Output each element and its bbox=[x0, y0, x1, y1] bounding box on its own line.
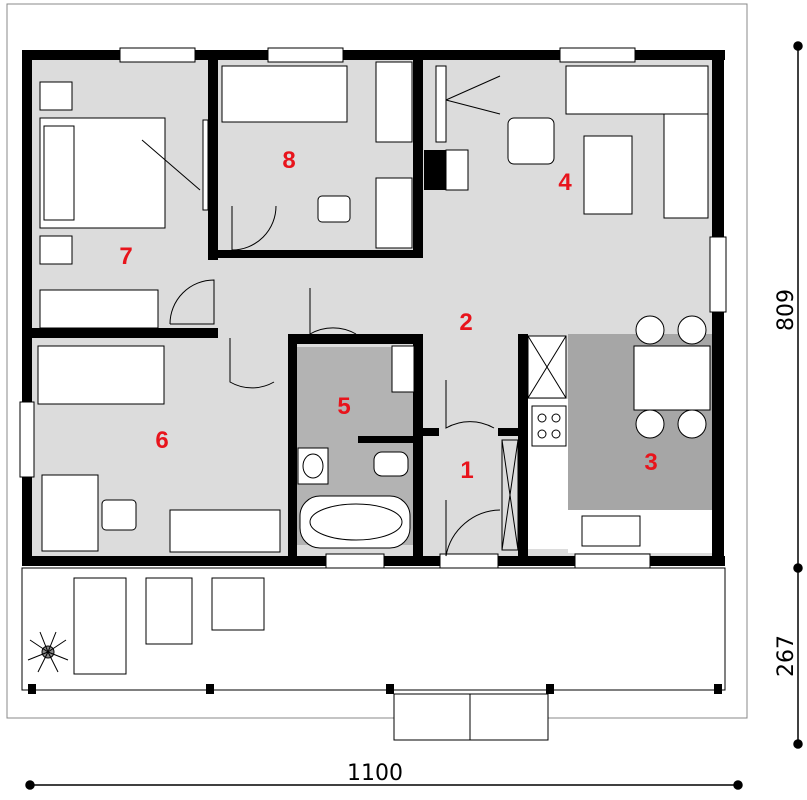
depth-dim-top bbox=[793, 41, 803, 51]
shelf-line-a bbox=[445, 75, 501, 101]
room-label-8: 8 bbox=[282, 147, 295, 174]
fireplace-icon bbox=[445, 149, 469, 191]
shelf-line-b bbox=[445, 99, 501, 115]
terrace-posts bbox=[28, 684, 722, 694]
terrace-chair bbox=[211, 577, 265, 631]
furniture bbox=[37, 61, 711, 741]
mirror-7 bbox=[202, 119, 209, 211]
dim-width: 1100 bbox=[347, 761, 403, 786]
wall-8-4 bbox=[413, 60, 423, 258]
site-boundary bbox=[6, 3, 748, 719]
burner-1 bbox=[537, 413, 547, 423]
washer bbox=[391, 345, 415, 393]
wall-5-inner bbox=[358, 436, 413, 443]
windows bbox=[19, 47, 727, 569]
room-label-4: 4 bbox=[558, 169, 572, 196]
wall-5-left bbox=[288, 334, 297, 556]
window-6 bbox=[19, 401, 35, 478]
wall-7-8 bbox=[208, 60, 218, 260]
dining-chair-2 bbox=[677, 315, 707, 345]
wardrobe-6 bbox=[169, 509, 281, 553]
wardrobe-lines-7 bbox=[141, 139, 201, 191]
bed-7-pillows bbox=[43, 125, 75, 221]
door-1 bbox=[445, 380, 495, 429]
terrace bbox=[21, 567, 726, 691]
shelf-4 bbox=[435, 65, 447, 143]
chair-6 bbox=[101, 499, 137, 531]
door-8 bbox=[231, 205, 277, 251]
sofa-side bbox=[663, 113, 709, 219]
room-label-7: 7 bbox=[119, 243, 132, 270]
window-1 bbox=[439, 553, 499, 569]
wall-7-6 bbox=[32, 328, 218, 338]
room-label-6: 6 bbox=[155, 427, 168, 454]
entry-steps bbox=[393, 693, 549, 741]
chimney bbox=[434, 150, 446, 190]
bed-8 bbox=[221, 65, 348, 123]
chair-8 bbox=[317, 195, 351, 223]
wall-top bbox=[22, 50, 725, 60]
nightstand-7a bbox=[39, 81, 73, 111]
room-label-2: 2 bbox=[459, 309, 472, 336]
wall-5-right bbox=[413, 334, 423, 556]
depth-dim-mid bbox=[793, 563, 803, 573]
wardrobe-7 bbox=[39, 289, 159, 329]
desk-6 bbox=[41, 474, 99, 552]
sink-5-bowl bbox=[302, 453, 324, 479]
sofa-top bbox=[565, 65, 709, 115]
wardrobe-8 bbox=[375, 61, 413, 143]
desk-8 bbox=[375, 177, 413, 249]
coffee-table bbox=[583, 135, 633, 215]
terrace-table bbox=[145, 577, 193, 645]
width-dim-start bbox=[25, 780, 35, 790]
room-label-5: 5 bbox=[337, 393, 350, 420]
fridge-cross bbox=[527, 335, 567, 399]
wall-1-3 bbox=[518, 334, 528, 556]
closet-1-cross bbox=[501, 439, 519, 551]
dining-chair-4 bbox=[677, 409, 707, 439]
window-4-side bbox=[709, 236, 727, 313]
depth-dim-bottom bbox=[793, 739, 803, 749]
armchair bbox=[507, 117, 555, 165]
room-label-1: 1 bbox=[460, 457, 473, 484]
burner-4 bbox=[551, 429, 561, 439]
dining-chair-3 bbox=[635, 409, 665, 439]
dim-terrace-depth: 267 bbox=[774, 635, 799, 677]
plant-icon bbox=[27, 631, 69, 673]
dim-house-depth: 809 bbox=[774, 289, 799, 331]
nightstand-7b bbox=[39, 235, 73, 265]
dining-chair-1 bbox=[635, 315, 665, 345]
width-dim-end bbox=[733, 780, 743, 790]
window-5 bbox=[325, 553, 385, 569]
bed-6 bbox=[37, 345, 165, 405]
doors bbox=[169, 205, 519, 557]
terrace-sofa bbox=[73, 577, 127, 675]
toilet bbox=[373, 451, 409, 477]
dimension-lines bbox=[25, 41, 803, 790]
wall-5-top bbox=[288, 334, 423, 344]
kitchen-sink bbox=[581, 515, 641, 547]
door-entry bbox=[445, 500, 501, 557]
stove bbox=[531, 405, 567, 447]
chimney-base bbox=[424, 150, 434, 190]
door-7 bbox=[169, 279, 215, 325]
window-3 bbox=[574, 553, 651, 569]
wall-8-bottom bbox=[218, 250, 418, 258]
window-4 bbox=[559, 47, 636, 63]
door-5 bbox=[309, 288, 357, 335]
wall-left bbox=[22, 50, 32, 566]
room-labels: 1 2 3 4 5 6 7 8 bbox=[119, 147, 657, 484]
burner-2 bbox=[551, 413, 561, 423]
door-6 bbox=[229, 338, 275, 389]
bathtub-inner bbox=[309, 503, 403, 541]
wall-1-top bbox=[423, 428, 439, 436]
window-8 bbox=[267, 47, 344, 63]
dining-table bbox=[633, 345, 711, 411]
burner-3 bbox=[537, 429, 547, 439]
window-7 bbox=[119, 47, 196, 63]
room-label-3: 3 bbox=[644, 449, 657, 476]
wall-1-right bbox=[498, 428, 518, 436]
